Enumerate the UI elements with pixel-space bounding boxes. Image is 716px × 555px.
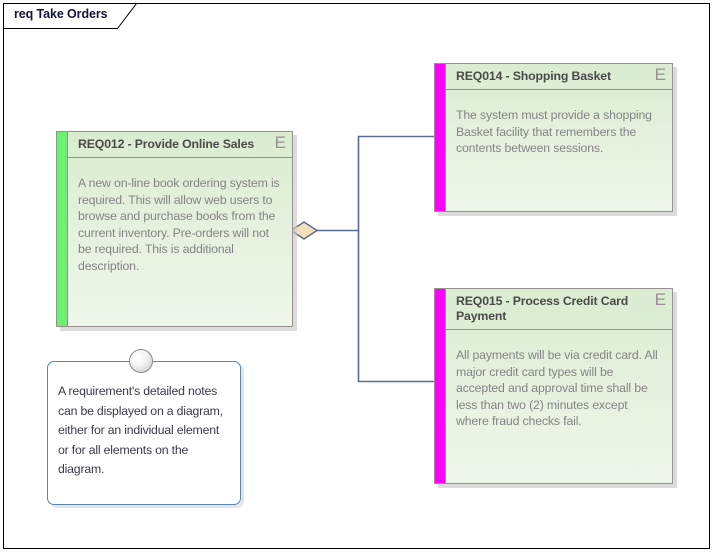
element-header: REQ014 - Shopping Basket E [446, 64, 672, 90]
element-content: REQ014 - Shopping Basket E The system mu… [446, 64, 672, 211]
element-color-bar [435, 64, 446, 211]
external-requirement-icon: E [654, 65, 666, 84]
note-box [47, 361, 241, 505]
external-requirement-icon: E [274, 133, 286, 152]
diagram-note[interactable]: A requirement's detailed notes can be di… [47, 349, 244, 508]
element-content: REQ012 - Provide Online Sales E A new on… [68, 132, 292, 326]
diagram-title-tab-shape [3, 3, 138, 29]
diagram-title-label: req Take Orders [14, 7, 108, 21]
element-frame: REQ015 - Process Credit Card Payment E A… [434, 288, 673, 484]
requirement-element-req014[interactable]: REQ014 - Shopping Basket E The system mu… [434, 63, 677, 216]
element-color-bar [435, 289, 446, 483]
note-text: A requirement's detailed notes can be di… [58, 384, 223, 476]
element-notes-text: A new on-line book ordering system is re… [78, 176, 280, 273]
element-color-bar [57, 132, 68, 326]
element-header: REQ012 - Provide Online Sales E [68, 132, 292, 158]
requirement-element-req015[interactable]: REQ015 - Process Credit Card Payment E A… [434, 288, 677, 488]
element-title: REQ014 - Shopping Basket [456, 69, 611, 83]
element-content: REQ015 - Process Credit Card Payment E A… [446, 289, 672, 483]
note-pin-icon [129, 349, 153, 373]
element-frame: REQ014 - Shopping Basket E The system mu… [434, 63, 673, 212]
external-requirement-icon: E [654, 290, 666, 309]
element-header: REQ015 - Process Credit Card Payment E [446, 289, 672, 330]
requirement-element-req012[interactable]: REQ012 - Provide Online Sales E A new on… [56, 131, 297, 331]
element-notes-text: The system must provide a shopping Baske… [456, 108, 652, 155]
element-frame: REQ012 - Provide Online Sales E A new on… [56, 131, 293, 327]
element-title: REQ015 - Process Credit Card Payment [456, 294, 629, 323]
element-title: REQ012 - Provide Online Sales [78, 137, 255, 151]
element-notes-text: All payments will be via credit card. Al… [456, 348, 658, 428]
